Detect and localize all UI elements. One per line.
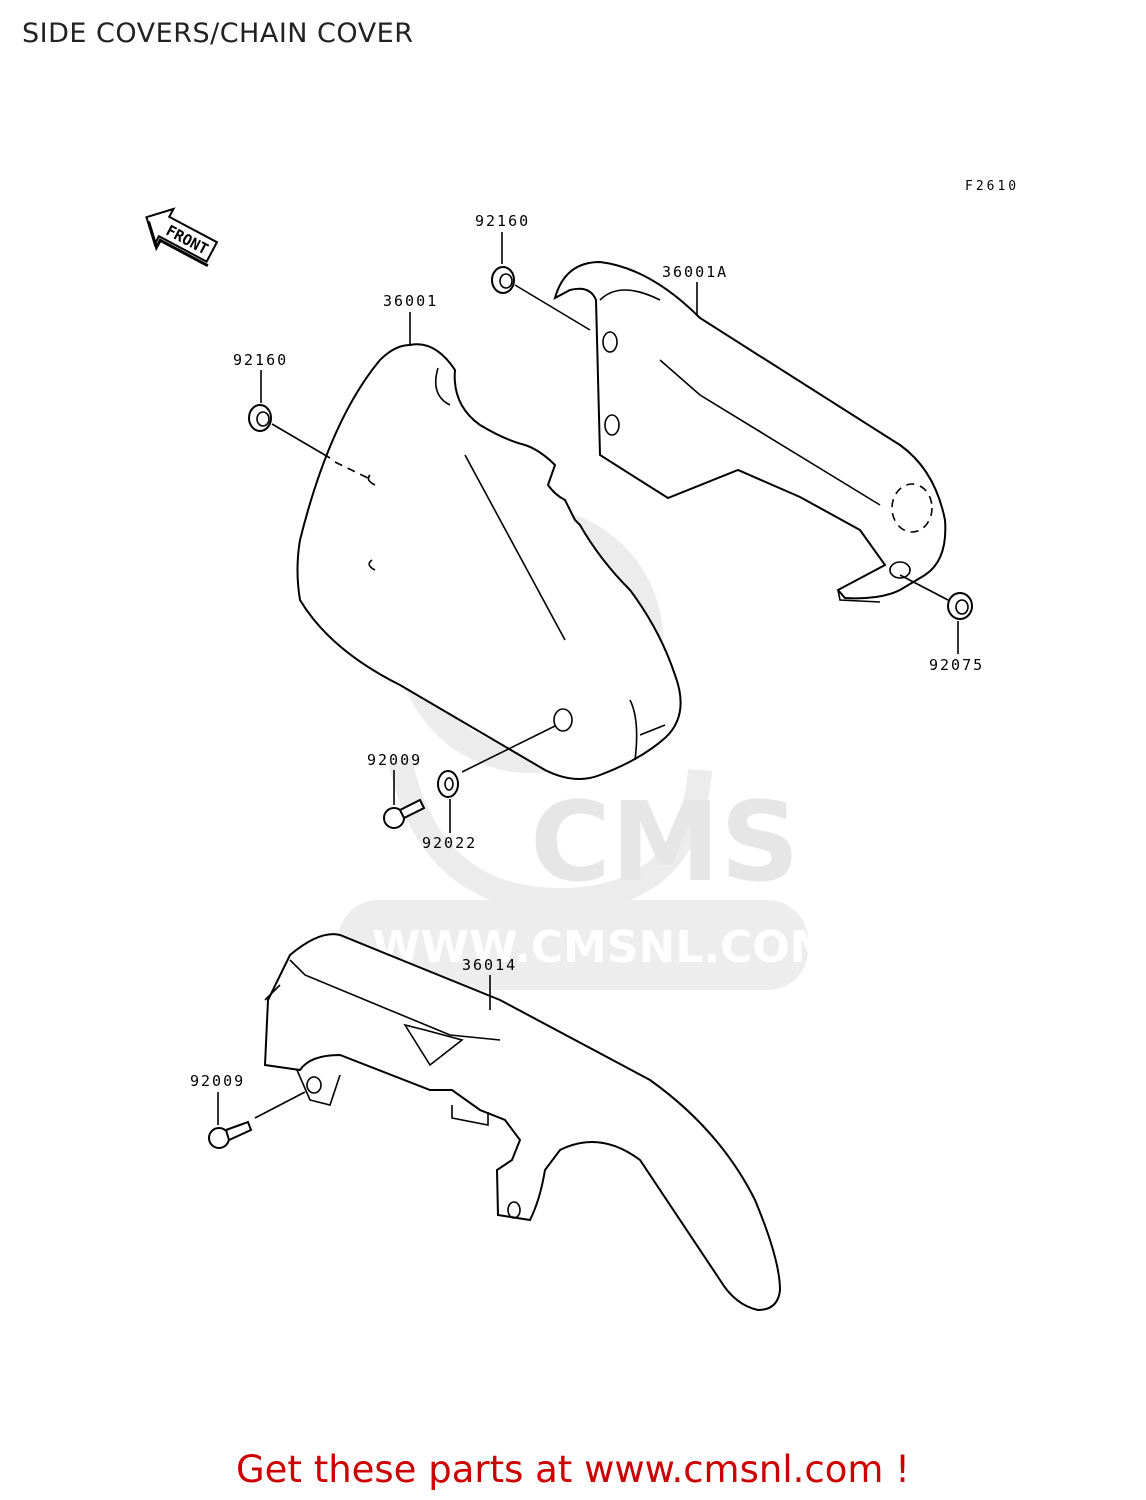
side-cover-36001A bbox=[553, 260, 947, 603]
grommet-92160-a-icon bbox=[491, 266, 591, 331]
part-label-92022: 92022 bbox=[422, 834, 477, 852]
get-parts-link[interactable]: Get these parts at www.cmsnl.com ! bbox=[235, 1448, 910, 1491]
part-label-92009-upper: 92009 bbox=[367, 751, 422, 769]
bolt-92009-a-icon bbox=[383, 798, 426, 829]
watermark-brand: CMS bbox=[530, 778, 799, 906]
part-label-92160-left: 92160 bbox=[233, 351, 288, 369]
side-cover-36001 bbox=[296, 343, 682, 780]
front-arrow-icon: FRONT bbox=[145, 207, 219, 267]
part-label-92160-top: 92160 bbox=[475, 212, 530, 230]
page-title: SIDE COVERS/CHAIN COVER bbox=[22, 18, 414, 49]
part-label-36014: 36014 bbox=[462, 956, 517, 974]
bolt-92009-b-icon bbox=[208, 1091, 306, 1149]
watermark-url: WWW.CMSNL.COM bbox=[372, 922, 834, 973]
part-label-92075: 92075 bbox=[929, 656, 984, 674]
collar-92022-icon bbox=[437, 725, 556, 798]
part-label-36001: 36001 bbox=[383, 292, 438, 310]
chain-cover-36014 bbox=[263, 933, 782, 1312]
part-label-36001A: 36001A bbox=[662, 263, 728, 281]
figure-code: F2610 bbox=[965, 179, 1019, 194]
part-label-92009-lower: 92009 bbox=[190, 1072, 245, 1090]
grommet-92160-b-icon bbox=[248, 404, 373, 481]
grommet-92075-icon bbox=[899, 574, 973, 620]
leader-lines bbox=[217, 232, 959, 1125]
